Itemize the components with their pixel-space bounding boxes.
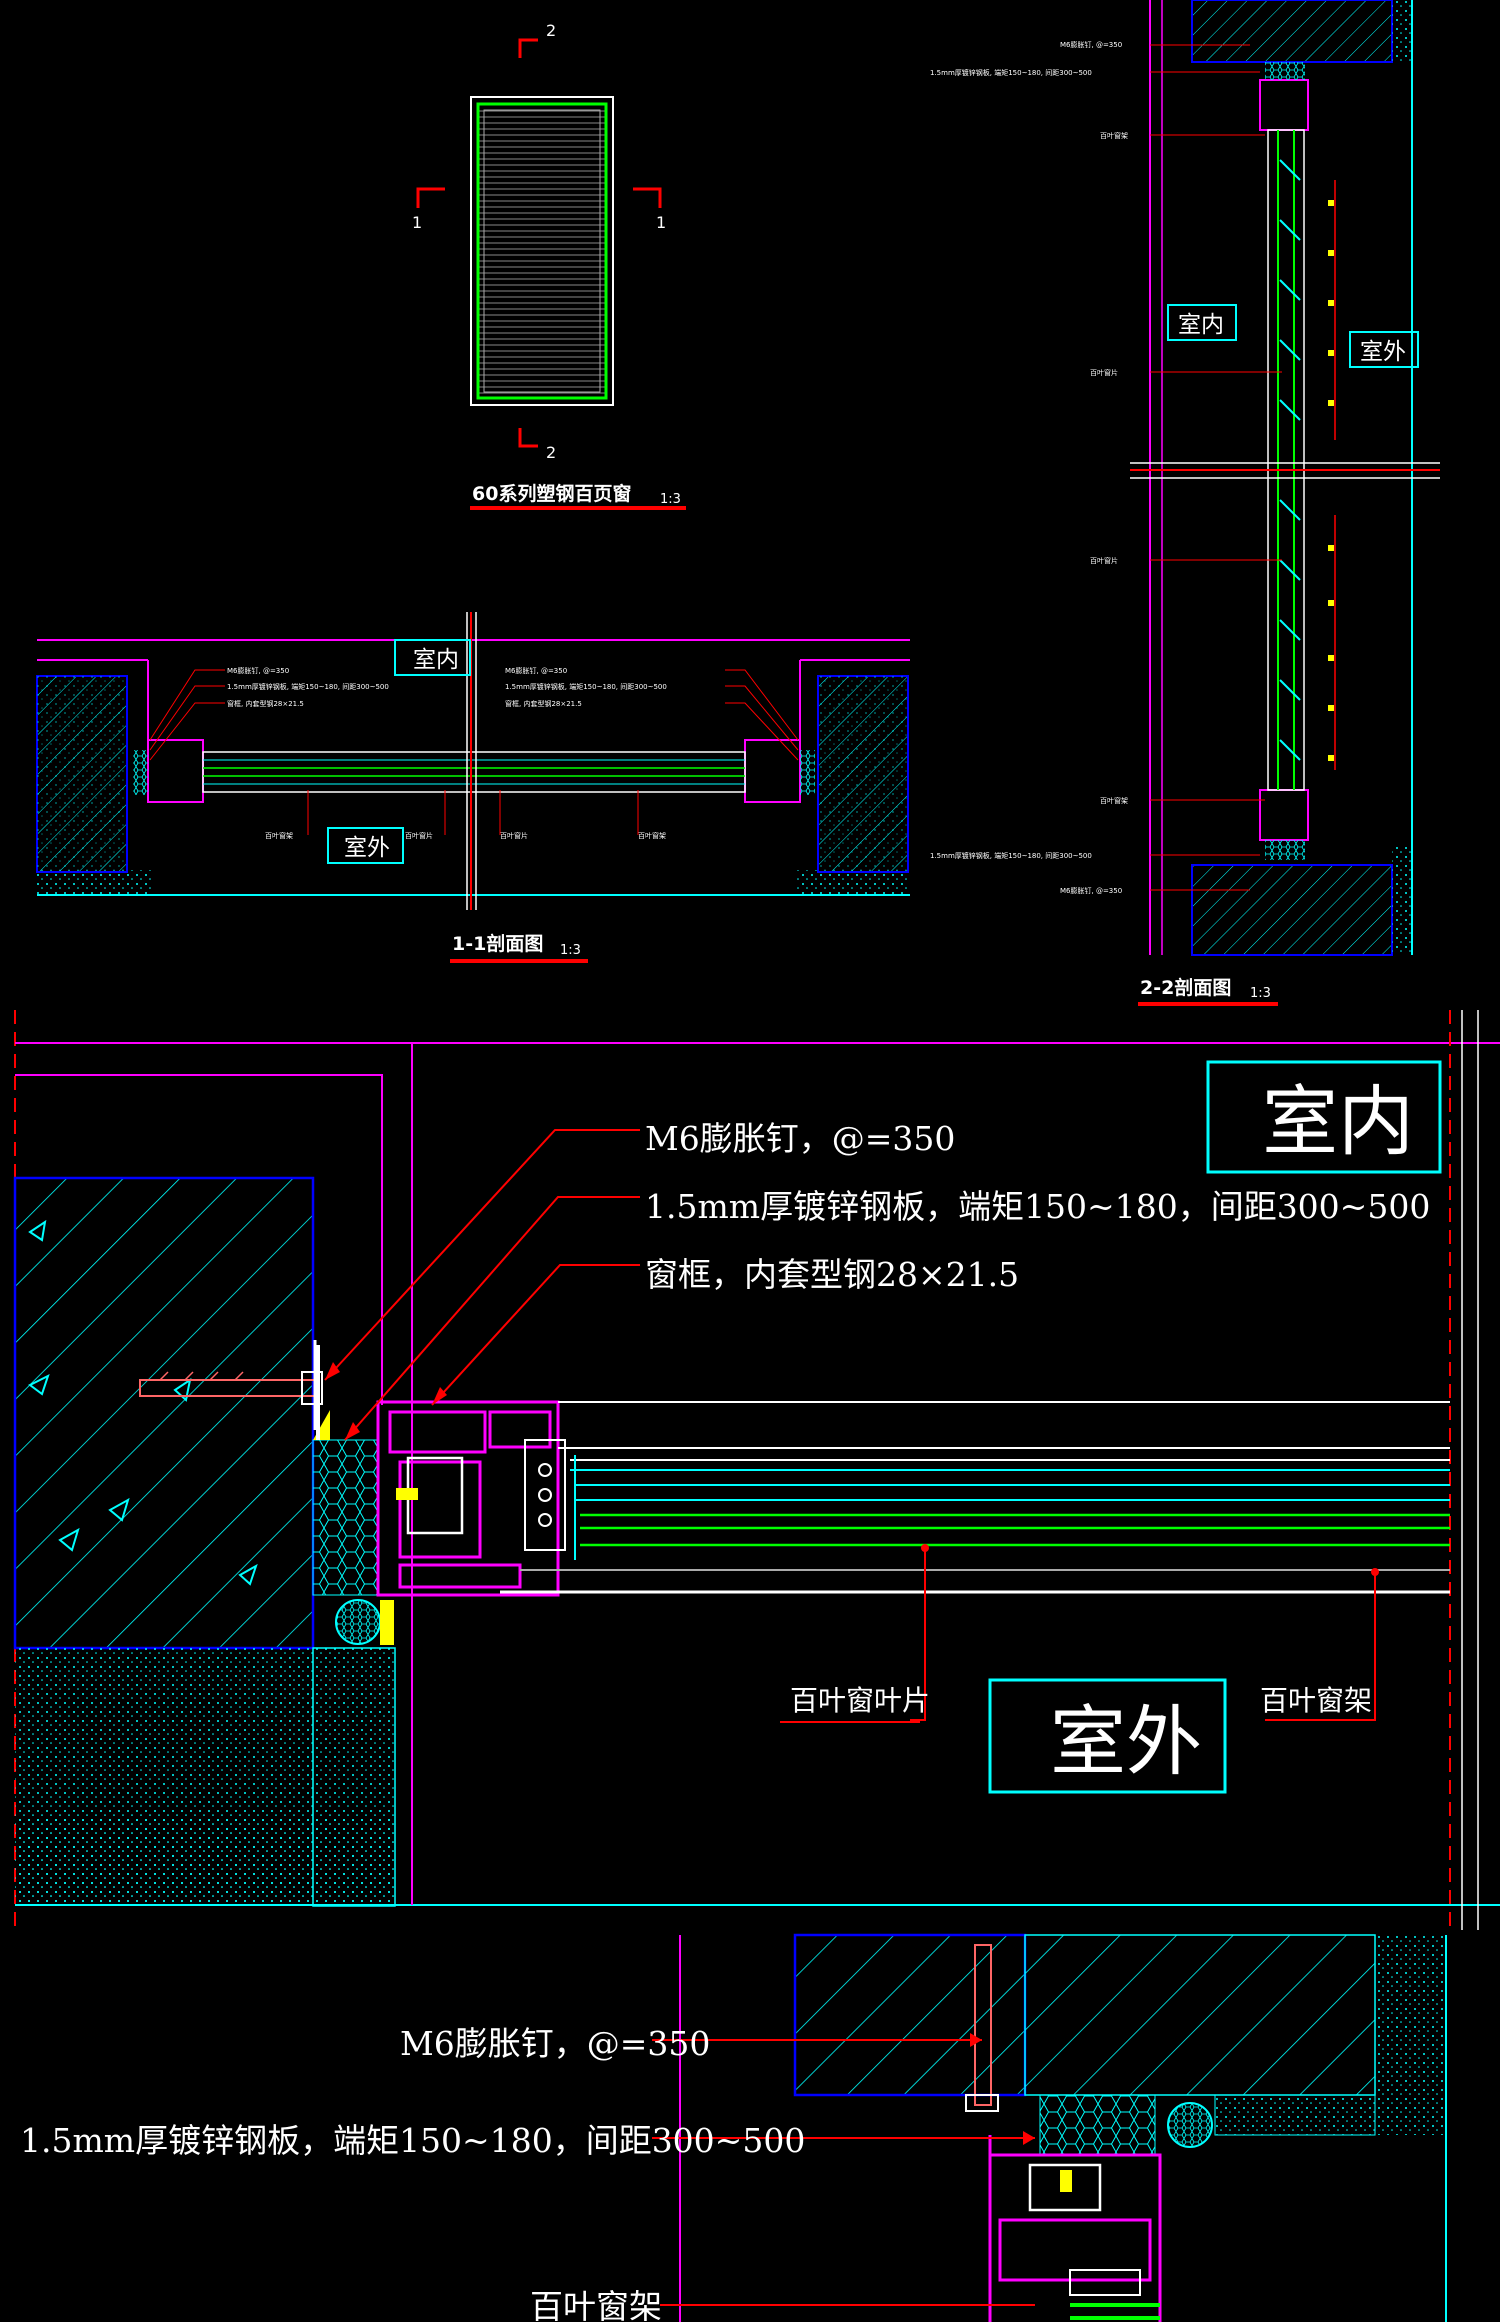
s22-note-top-4: 百叶窗片 <box>1090 368 1118 377</box>
s11-note-left-2: 1.5mm厚镀锌钢板, 端矩150~180, 间距300~500 <box>227 682 389 691</box>
s22-indoor-label: 室内 <box>1178 312 1224 338</box>
detail-note-3: 窗框，内套型钢28×21.5 <box>645 1255 1019 1294</box>
section-mark-right-label: 1 <box>656 213 666 232</box>
anchor-bolt <box>139 1340 323 1430</box>
section-1-1: M6膨胀钉, @=350 1.5mm厚镀锌钢板, 端矩150~180, 间距30… <box>36 612 910 963</box>
window-elevation: 2 2 1 1 60系列塑钢百页窗 1:3 <box>412 21 686 510</box>
s11-note-right-3: 窗框, 内套型钢28×21.5 <box>505 699 582 708</box>
bottom-note-3: 百叶窗架 <box>530 2287 662 2322</box>
s22-note-bottom-4: M6膨胀钉, @=350 <box>1060 886 1122 895</box>
detail-large: M6膨胀钉，@=350 1.5mm厚镀锌钢板，端矩150~180，间距300~5… <box>13 1010 1500 1930</box>
section-mark-right <box>633 187 662 208</box>
section-mark-left-label: 1 <box>412 213 422 232</box>
s11-note-left-1: M6膨胀钉, @=350 <box>227 666 289 675</box>
s22-note-top-1: M6膨胀钉, @=350 <box>1060 40 1122 49</box>
detail-bottom: M6膨胀钉，@=350 1.5mm厚镀锌钢板，端矩150~180，间距300~5… <box>20 1933 1447 2322</box>
s11-title: 1-1剖面图 <box>452 932 543 955</box>
s11-note-right-1: M6膨胀钉, @=350 <box>505 666 567 675</box>
s22-scale: 1:3 <box>1250 986 1271 1001</box>
section-mark-top-label: 2 <box>546 21 556 40</box>
s11-bottom-note-3: 百叶窗片 <box>500 831 528 840</box>
s11-note-left-3: 窗框, 内套型钢28×21.5 <box>227 699 304 708</box>
detail-note-1: M6膨胀钉，@=350 <box>645 1119 955 1158</box>
section-mark-left <box>416 187 445 208</box>
section-mark-top <box>518 38 538 58</box>
elevation-scale: 1:3 <box>660 492 681 507</box>
detail-outdoor-label: 室外 <box>1050 1697 1202 1786</box>
anchor-bolt-vertical <box>965 1944 999 2112</box>
s22-outdoor-label: 室外 <box>1360 339 1406 365</box>
bottom-note-2: 1.5mm厚镀锌钢板，端矩150~180，间距300~500 <box>20 2121 805 2160</box>
s22-note-bottom-3: 1.5mm厚镀锌钢板, 端矩150~180, 间距300~500 <box>930 851 1092 860</box>
s22-note-bottom-1: 百叶窗片 <box>1090 556 1118 565</box>
detail-note-2: 1.5mm厚镀锌钢板，端矩150~180，间距300~500 <box>645 1187 1430 1226</box>
bottom-note-1: M6膨胀钉，@=350 <box>400 2024 710 2063</box>
s22-note-top-3: 百叶窗架 <box>1100 131 1128 140</box>
section-mark-bottom-label: 2 <box>546 443 556 462</box>
s11-bottom-note-4: 百叶窗架 <box>638 831 666 840</box>
s11-bottom-note-2: 百叶窗片 <box>405 831 433 840</box>
s22-note-top-2: 1.5mm厚镀锌钢板, 端矩150~180, 间距300~500 <box>930 68 1092 77</box>
section-mark-bottom <box>518 428 538 448</box>
s11-outdoor-label: 室外 <box>344 835 390 861</box>
s11-note-right-2: 1.5mm厚镀锌钢板, 端矩150~180, 间距300~500 <box>505 682 667 691</box>
detail-indoor-label: 室内 <box>1262 1077 1414 1166</box>
louver-frame-label: 百叶窗架 <box>1260 1684 1372 1717</box>
section-2-2: M6膨胀钉, @=350 1.5mm厚镀锌钢板, 端矩150~180, 间距30… <box>930 0 1440 1006</box>
s22-title: 2-2剖面图 <box>1140 976 1231 999</box>
elevation-title: 60系列塑钢百页窗 <box>472 482 631 505</box>
s11-scale: 1:3 <box>560 943 581 958</box>
s22-note-bottom-2: 百叶窗架 <box>1100 796 1128 805</box>
window-frame-profile <box>376 1400 560 1597</box>
s11-bottom-note-1: 百叶窗架 <box>265 831 293 840</box>
louver-blade-label: 百叶窗叶片 <box>790 1684 930 1717</box>
s11-indoor-label: 室内 <box>413 647 459 673</box>
